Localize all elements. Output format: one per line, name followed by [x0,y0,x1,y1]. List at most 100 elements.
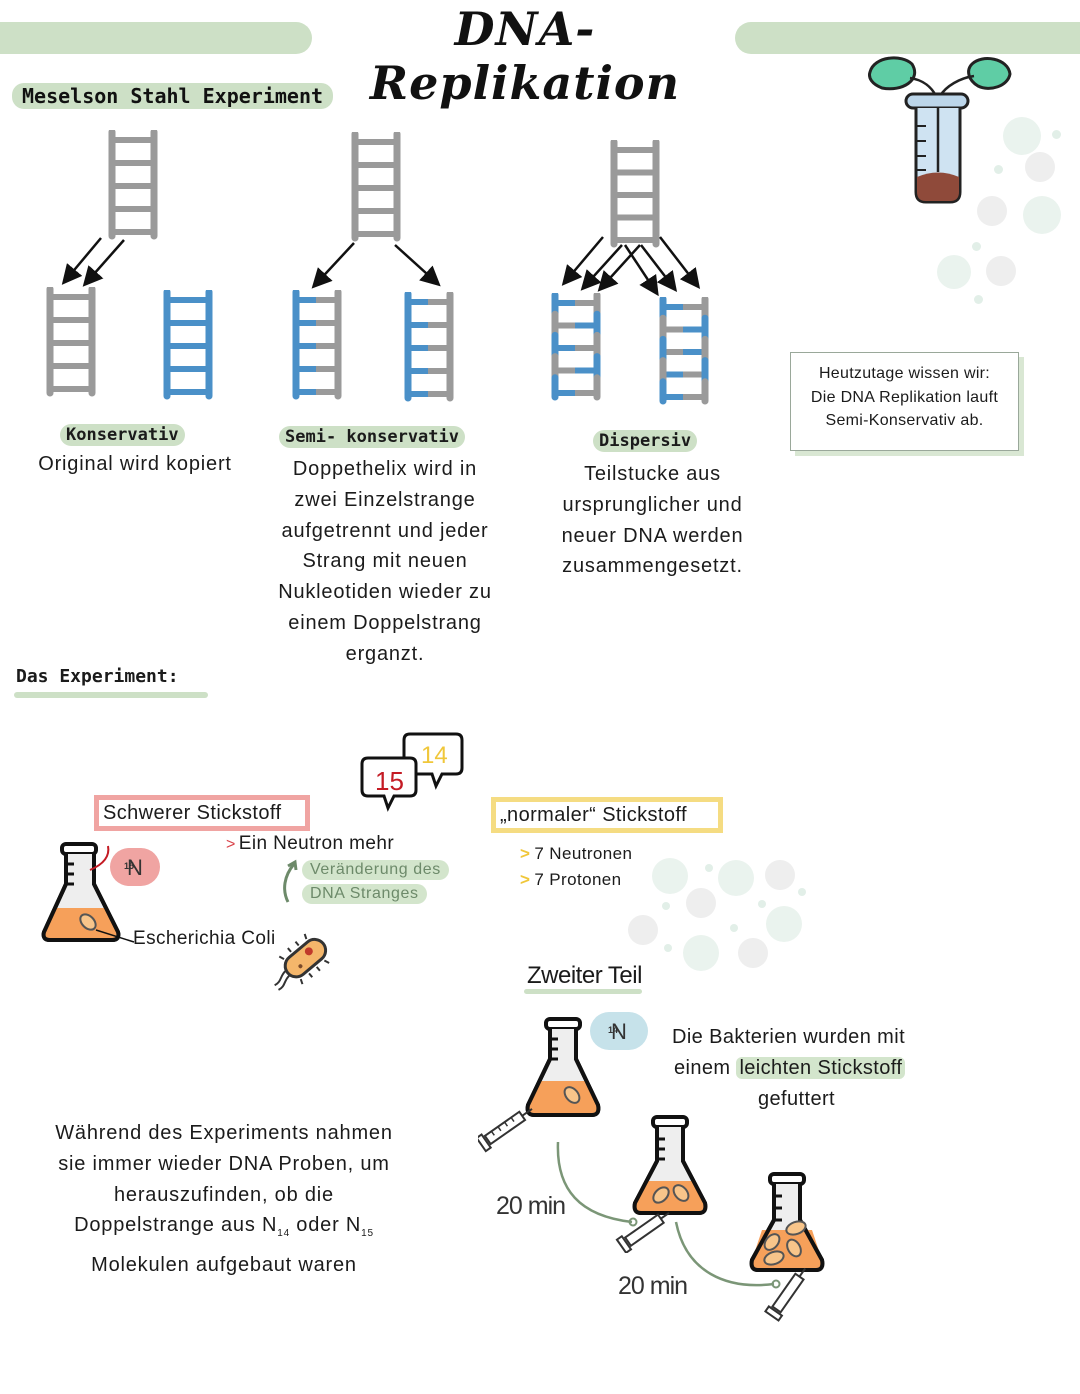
decorative-dot [683,935,719,971]
text-line: Während des Experiments nahmen [55,1122,393,1144]
daughter-ladder-semi-2 [404,292,454,402]
text: 7 Neutronen [534,844,633,863]
meselson-heading: Meselson Stahl Experiment [12,83,334,109]
conclusion-note: Heutzutage wissen wir: Die DNA Replikati… [790,352,1019,451]
decorative-dot [758,900,766,908]
heavy-nitrogen-point: >Ein Neutron mehr [226,833,394,855]
curved-arrow-up-icon [283,859,298,903]
text-line: ursprunglicher und [562,493,743,516]
organism-label: Escherichia Coli [133,928,276,949]
text: einem [674,1057,737,1079]
parent-ladder-dispersiv [610,140,660,248]
dna-change-note-line1: Veränderung des [302,860,449,880]
bubble-15: 15 [375,766,404,796]
title-bar-right-decoration [735,22,1080,54]
text-line: Doppethelix wird in [292,458,478,480]
chevron-right-icon: > [226,836,236,853]
model-description-dispersiv: Teilstucke aus ursprunglicher und neuer … [545,459,760,582]
decorative-dot [974,295,983,304]
arrow-dispersiv-3 [597,244,641,292]
decorative-dot [937,255,971,289]
decorative-dot [738,938,768,968]
decorative-dot [972,242,981,251]
text-line: herauszufinden, ob die [114,1183,334,1206]
flask-generation-1-icon [615,1115,708,1253]
decorative-dot [718,860,754,896]
arrow-dispersiv-4 [623,244,659,297]
arrow-first-interval [556,1141,633,1224]
arrow-second-interval [674,1221,775,1287]
decorative-dot [730,924,738,932]
syringe-icon [763,1267,807,1322]
text-line: einem Doppelstrang [288,611,482,634]
flask-heavy-nitrogen-icon [41,842,135,943]
daughter-ladder-dispersiv-2 [659,297,709,405]
decorative-dot [986,256,1016,286]
chevron-right-icon: > [520,870,531,889]
test-tube-plant-icon [868,56,1012,204]
daughter-ladder-konservativ-new [163,290,213,400]
model-heading-konservativ: Konservativ [60,424,185,446]
model-heading-dispersiv: Dispersiv [593,430,698,452]
text: 7 Protonen [534,870,622,889]
decorative-dot [705,864,713,872]
text-line: aufgetrennt und jeder [281,519,489,542]
arrow-konservativ-2 [82,239,125,287]
model-description-konservativ: Original wird kopiert [20,449,250,480]
model-heading-semi-konservativ: Semi- konservativ [279,426,465,448]
speech-bubbles-icon: 14 15 [360,732,464,812]
arrow-head [771,1279,781,1289]
bacterium-icon [274,933,330,991]
arrow-dispersiv-2 [580,244,623,291]
arrow-head [628,1217,638,1227]
text: oder N [289,1214,362,1237]
text-line: zwei Einzelstrange [294,488,476,511]
text: Ein Neutron mehr [238,833,395,854]
light-nitrogen-highlight: leichten Stickstoff [736,1057,906,1079]
decorative-dot [766,906,802,942]
arrow-dispersiv-1 [561,236,604,286]
heading-underline [14,692,208,698]
decorative-dot [662,902,670,910]
mass-number: 14 [608,1025,619,1035]
neutrons-point: >7 Neutronen [520,844,632,864]
protons-point: >7 Protonen [520,870,622,890]
parent-ladder-konservativ [108,130,158,240]
decorative-dot [628,915,658,945]
decorative-dot [664,944,672,952]
text-line: sie immer wieder DNA Proben, um [58,1152,390,1175]
arrow-dispersiv-6 [659,236,701,289]
syringe-icon [615,1212,670,1253]
element-symbol: N [127,855,143,880]
decorative-dot [1052,130,1061,139]
text-line: Nukleotiden wieder zu [278,581,492,604]
text: Doppelstrange aus N [74,1214,278,1237]
parent-ladder-semi [351,132,401,242]
arrow-konservativ-1 [61,237,102,285]
chevron-right-icon: > [520,844,531,863]
daughter-ladder-konservativ-old [46,287,96,397]
page-title: DNA- Replikation [369,2,681,110]
text-line: Teilstucke aus [584,463,721,485]
heavy-nitrogen-label: Schwerer Stickstoff [94,795,310,831]
time-progression-arrows [556,1141,781,1289]
daughter-ladder-dispersiv-1 [551,293,601,401]
text-line: neuer DNA werden [561,524,744,547]
text-line: Die DNA Replikation lauft [810,388,999,406]
title-bar-left-decoration [0,22,312,54]
flask-generation-2-icon [749,1172,825,1322]
text-line: Strang mit neuen [302,550,468,573]
experiment-heading: Das Experiment: [16,666,179,687]
decorative-dot [1025,152,1055,182]
text-line: Semi-Konservativ ab. [825,412,984,429]
arrow-semi-left [311,242,355,289]
text-line: Molekulen aufgebaut waren [91,1254,357,1277]
interval-label-2: 20 min [618,1272,688,1300]
heading-underline [524,989,642,994]
bacteria-fed-line3: gefuttert [758,1088,835,1110]
element-symbol: N [611,1019,627,1044]
decorative-dot [686,888,716,918]
decorative-dot [1023,196,1061,234]
